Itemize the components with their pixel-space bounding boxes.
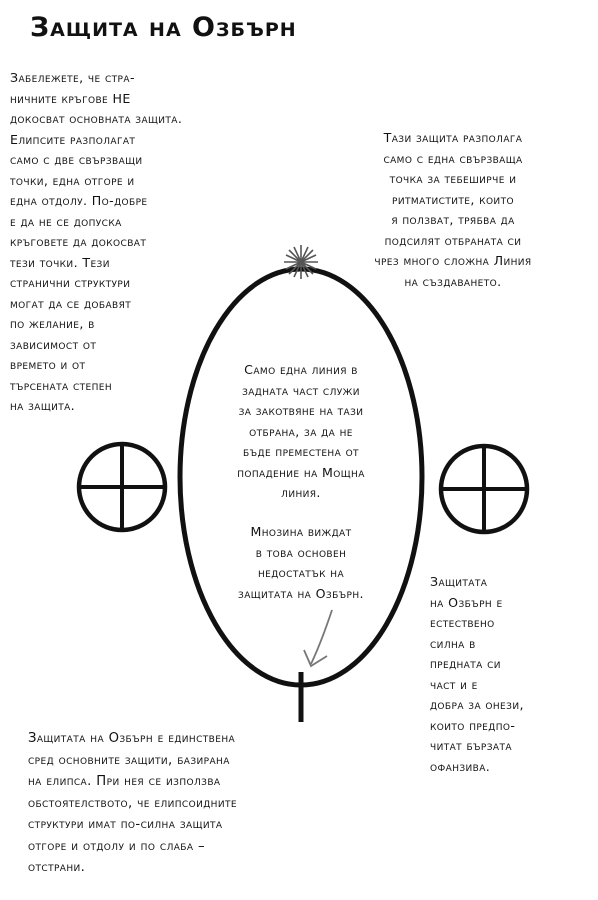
right-bottom-note-line: Защитата [430, 574, 488, 589]
left-note-line: по желание, в [10, 316, 95, 331]
arrow-icon [303, 609, 333, 668]
bottom-note-line: Защитата на Озбърн е единствена [28, 731, 236, 746]
left-note-line: времето и от [10, 357, 86, 372]
right-bottom-note-line: предната си [430, 656, 501, 671]
center-note-line: линия. [281, 485, 321, 500]
center-note-line: защитата на Озбърн. [238, 585, 364, 601]
center-note-line: бъде преместена от [243, 444, 359, 459]
left-note-line: тези точки. Тези [10, 254, 110, 270]
page-title: Защита на Озбърн [30, 12, 297, 43]
bottom-note: Защитата на Озбърн е единствена сред осн… [28, 728, 237, 879]
left-note-line: е да не се допуска [10, 213, 122, 229]
bottom-note-line: на елипса. При нея се използва [28, 774, 221, 789]
left-note-line: кръговете да докосват [10, 234, 147, 249]
bottom-note-line: отстрани. [28, 860, 86, 875]
chalk-star-point-icon [284, 245, 318, 279]
center-note-line: за закотвяне на тази [238, 403, 364, 418]
left-note-line: ничните кръгове НЕ [10, 90, 131, 106]
right-bottom-note-line: които предпо- [430, 717, 516, 733]
center-note-weakness: Мнозина виждат в това основен недостатък… [196, 522, 406, 604]
left-note-line: Забележете, че стра- [10, 70, 135, 85]
right-top-note-line: Тази защита разполага [383, 130, 523, 145]
bottom-note-line: структури имат по-силна защита [28, 817, 223, 832]
right-bottom-note-line: на Озбърн е [430, 594, 503, 610]
bottom-note-line: отгоре и отдолу и по слаба – [28, 838, 206, 854]
bottom-note-line: сред основните защити, базирана [28, 752, 230, 768]
center-note-line: в това основен [255, 544, 347, 560]
right-bottom-note-line: офанзива. [430, 758, 491, 774]
left-note-line: търсената степен [10, 377, 113, 393]
right-bottom-note-line: силна в [430, 635, 476, 651]
center-note-line: Мнозина виждат [250, 524, 352, 539]
right-top-note-line: подсилят отбраната си [384, 232, 522, 248]
left-note-line: могат да се добавят [10, 295, 132, 311]
center-note-line: Само една линия в [244, 362, 358, 377]
right-bottom-note-line: добра за онези, [430, 697, 524, 712]
left-note-line: странични структури [10, 275, 131, 290]
right-bottom-note-line: читат бързата [430, 738, 512, 753]
right-top-note-line: ритматистите, които [392, 191, 514, 207]
right-top-note-line: само с една свързваща [383, 150, 523, 166]
left-note: Забележете, че стра- ничните кръгове НЕ … [10, 68, 182, 417]
left-note-line: на защита. [10, 398, 76, 413]
left-note-line: докосват основната защита. [10, 111, 183, 126]
left-side-circle-icon [76, 441, 168, 533]
right-top-note-line: точка за тебеширче и [389, 171, 517, 186]
left-note-line: точки, една отгоре и [10, 172, 135, 188]
left-note-line: една отдолу. По-добре [10, 193, 148, 208]
left-note-line: Елипсите разполагат [10, 131, 136, 147]
right-top-note-line: чрез много сложна Линия [374, 253, 532, 268]
right-bottom-note-line: естествено [430, 615, 495, 630]
center-note-line: задната част служи [242, 382, 360, 398]
center-note-anchor: Само една линия в задната част служи за … [196, 360, 406, 504]
center-note-line: отбрана, за да не [249, 423, 353, 439]
center-note-line: недостатък на [257, 565, 344, 580]
right-top-note-line: на създаването. [404, 273, 502, 289]
left-note-line: само с две свързващи [10, 152, 143, 167]
right-bottom-note-line: част и е [430, 676, 478, 692]
bottom-note-line: обстоятелството, че елипсоидните [28, 795, 237, 811]
right-side-circle-icon [438, 443, 530, 535]
right-top-note-line: я ползват, трябва да [391, 212, 515, 227]
right-bottom-note: Защитата на Озбърн е естествено силна в … [430, 572, 524, 777]
right-top-note: Тази защита разполага само с една свързв… [318, 128, 588, 292]
left-note-line: зависимост от [10, 336, 97, 352]
center-note-line: попадение на Мощна [237, 464, 365, 480]
